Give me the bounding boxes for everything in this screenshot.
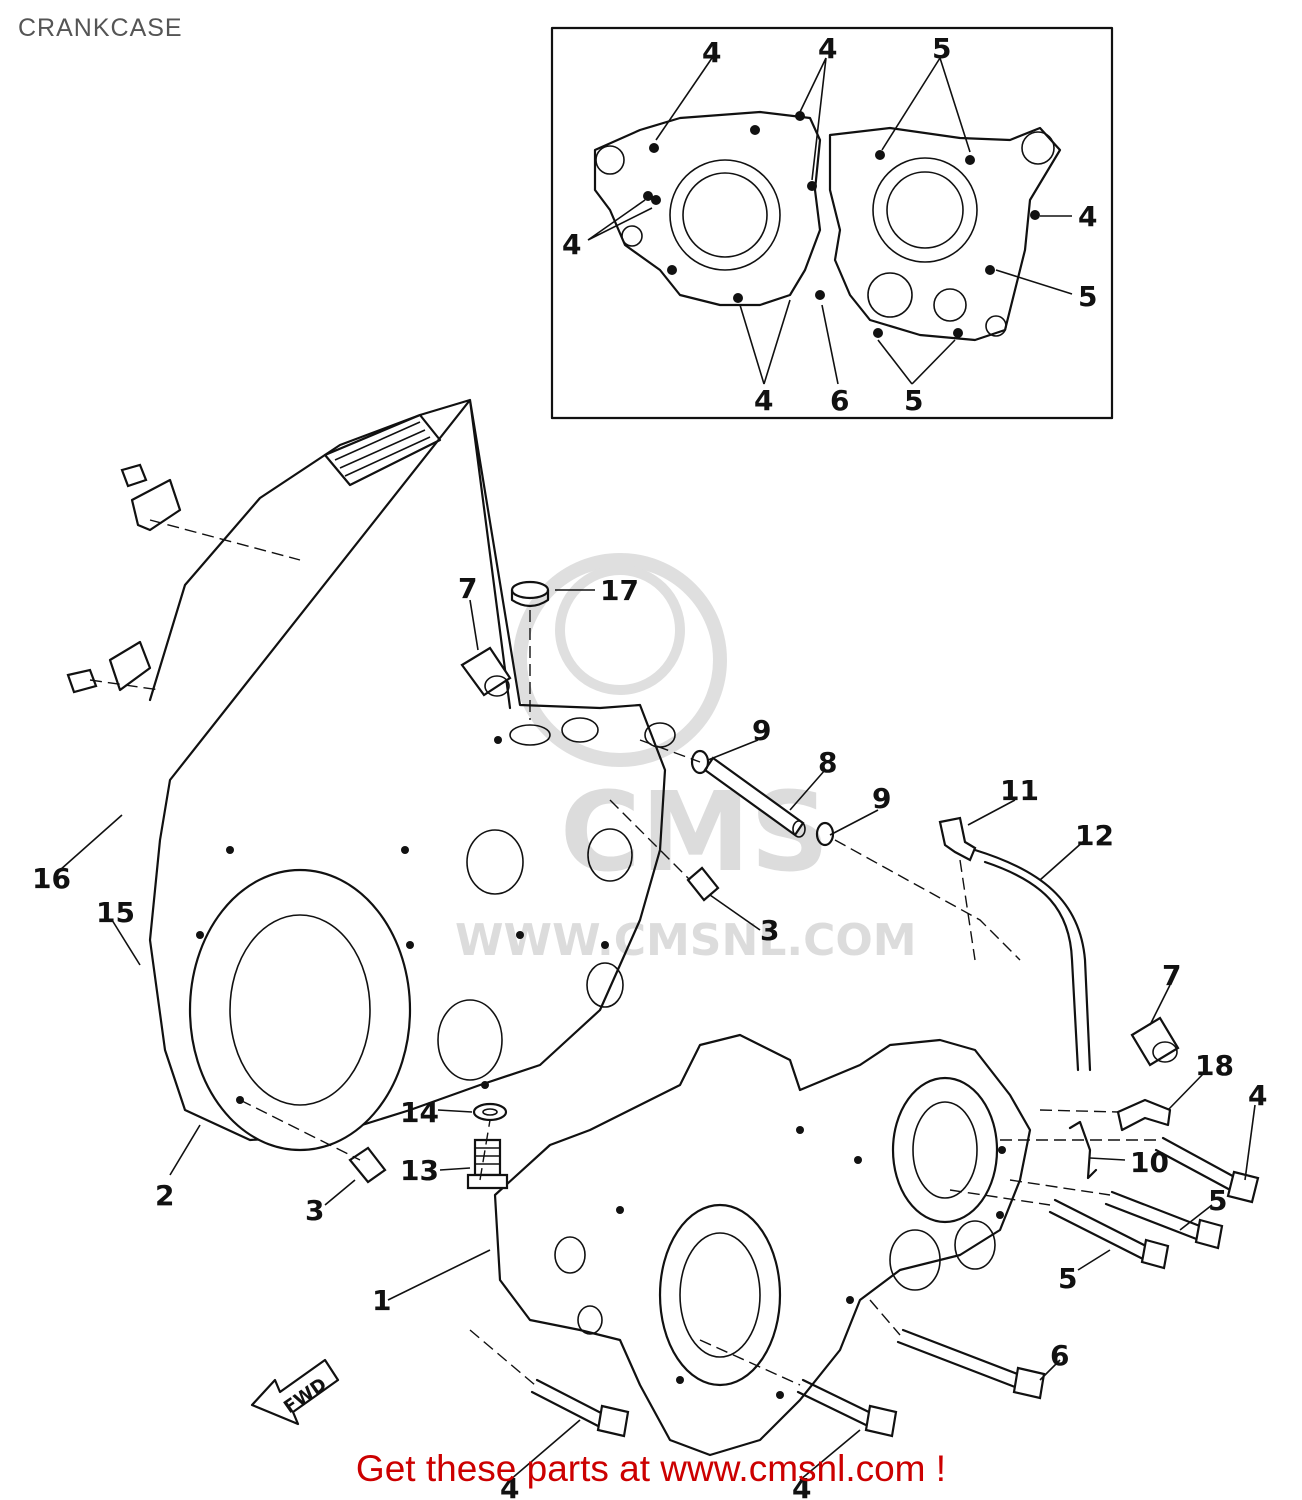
- main-leader-lines: [59, 589, 1256, 1481]
- part-4-bolt-bottom-left: [530, 1378, 630, 1438]
- callout-3-upper: 3: [760, 914, 779, 947]
- callout-4-right: 4: [1248, 1079, 1267, 1112]
- inset-callout-5-right: 5: [1078, 280, 1097, 313]
- fwd-label: FWD: [280, 1374, 331, 1418]
- inset-callout-4-top-center: 4: [818, 32, 837, 65]
- callout-9-right: 9: [872, 782, 891, 815]
- callout-12: 12: [1075, 819, 1114, 852]
- part-4-bolt-right: [1154, 1136, 1260, 1204]
- callout-3-lower: 3: [305, 1194, 324, 1227]
- inset-panel: 4 4 5 4 4 5 4 6 5: [550, 26, 1114, 420]
- watermark-url: WWW.CMSNL.COM: [455, 915, 917, 966]
- part-6-long-bolt: [896, 1328, 1046, 1400]
- callout-9-left: 9: [752, 714, 771, 747]
- inset-callout-5-bottom: 5: [904, 384, 923, 417]
- fwd-arrow-icon: FWD: [250, 1358, 340, 1426]
- inset-callout-4-right: 4: [1078, 200, 1097, 233]
- part-3-dowel-lower: [348, 1146, 387, 1184]
- part-7-bushing-right: [1130, 1016, 1180, 1067]
- part-5-bolt-lower: [1048, 1198, 1170, 1270]
- callout-14: 14: [400, 1096, 439, 1129]
- part-7-bushing-top: [460, 646, 512, 697]
- callout-4-bottom-center: 4: [792, 1472, 811, 1500]
- callout-4-bottom-left: 4: [500, 1472, 519, 1500]
- alignment-dashed-lines: [89, 519, 1160, 1386]
- part-12-breather-hose: [973, 848, 1092, 1072]
- inset-callout-4-left: 4: [562, 228, 581, 261]
- callout-8: 8: [818, 746, 837, 779]
- callout-2: 2: [155, 1179, 174, 1212]
- part-11-elbow-fitting: [938, 816, 977, 862]
- callout-10: 10: [1130, 1146, 1169, 1179]
- callout-13: 13: [400, 1154, 439, 1187]
- part-15-bracket-upper: [130, 478, 182, 532]
- callout-6: 6: [1050, 1339, 1069, 1372]
- part-14-washer: [472, 1102, 508, 1122]
- footer-link-text[interactable]: Get these parts at www.cmsnl.com !: [355, 1448, 947, 1489]
- page-title: CRANKCASE: [18, 14, 183, 42]
- part-8-pipe: [703, 756, 806, 838]
- part-4-bolt-bottom-center: [796, 1378, 898, 1438]
- part-9-o-ring-a: [690, 749, 710, 775]
- callout-1: 1: [372, 1284, 391, 1317]
- part-13-drain-plug: [466, 1138, 509, 1190]
- callout-7-right: 7: [1162, 959, 1181, 992]
- callout-5-upper: 5: [1208, 1184, 1227, 1217]
- part-18-clamp: [1116, 1098, 1172, 1132]
- callout-16: 16: [32, 862, 71, 895]
- part-16-bolt-upper: [120, 463, 148, 488]
- inset-callout-4-bottom: 4: [754, 384, 773, 417]
- cms-watermark: CMS WWW.CMSNL.COM: [455, 553, 917, 966]
- part-10-clip: [1068, 1120, 1098, 1180]
- callout-7-top: 7: [458, 572, 477, 605]
- crankcase-right-half: [493, 1033, 1032, 1457]
- callout-18: 18: [1195, 1049, 1234, 1082]
- part-5-bolt-upper: [1104, 1190, 1224, 1250]
- inset-callout-5-top: 5: [932, 32, 951, 65]
- main-callouts: 17 7 9 8 9 11 12 16 15 3 7 18 4 14 10 13…: [32, 572, 1267, 1500]
- callout-5-lower: 5: [1058, 1262, 1077, 1295]
- inset-callout-6-bottom: 6: [830, 384, 849, 417]
- part-3-dowel-upper: [686, 866, 720, 902]
- callout-17: 17: [600, 574, 639, 607]
- callout-11: 11: [1000, 774, 1039, 807]
- part-17-cap: [510, 580, 550, 608]
- callout-15: 15: [96, 896, 135, 929]
- part-16-bolt-lower: [66, 668, 98, 694]
- part-15-bracket-lower: [108, 640, 152, 692]
- inset-callout-4-top: 4: [702, 36, 721, 69]
- crankcase-left-half: [148, 398, 676, 1152]
